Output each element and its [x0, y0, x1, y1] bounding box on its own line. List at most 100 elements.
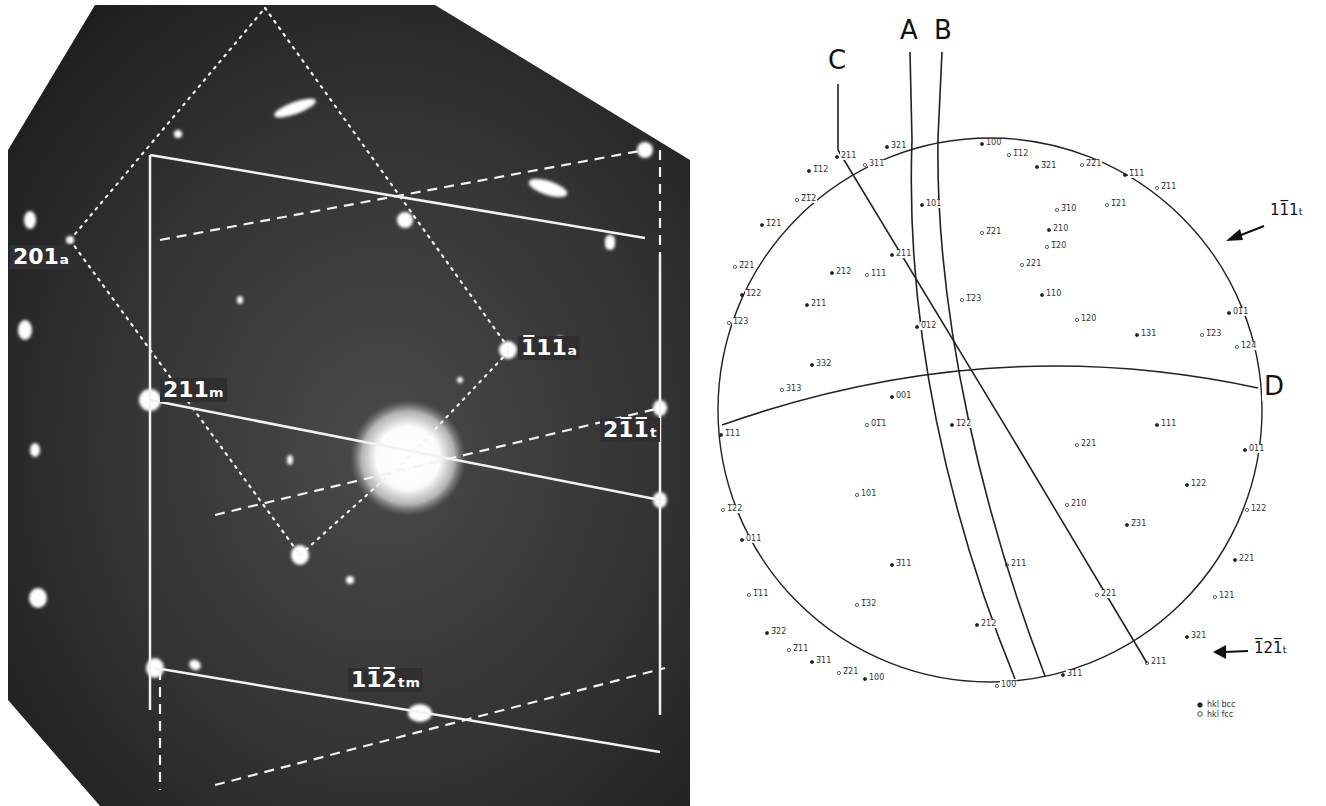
- pole-index: 3̅10: [1060, 205, 1077, 213]
- pole-dot: [810, 363, 813, 366]
- pole-index: 122: [1250, 505, 1267, 513]
- pole-index: 221: [1080, 440, 1097, 448]
- diffraction-spots: [18, 95, 667, 722]
- pole-index: 001: [895, 392, 912, 400]
- pole-index: 221: [1100, 590, 1117, 598]
- pole-dot: [865, 423, 868, 426]
- legend-text: hkl bcc: [1207, 700, 1235, 710]
- pole-index: 2̅21: [985, 228, 1002, 236]
- legend: hkl bcchkl fcc: [1196, 700, 1235, 719]
- pole-index: 212: [835, 268, 852, 276]
- pole-dot: [1243, 448, 1246, 451]
- pole-index: 211: [895, 250, 912, 258]
- pole-dot: [740, 538, 743, 541]
- diffraction-spot: [18, 320, 32, 340]
- pole-dot: [1155, 186, 1158, 189]
- pole-index: 1̅22: [726, 505, 743, 513]
- pole-dot: [855, 493, 858, 496]
- pole-dot: [1075, 443, 1078, 446]
- pole-dot: [760, 223, 763, 226]
- pole-index: 1̅23: [1205, 330, 1222, 338]
- pole-dot: [975, 623, 978, 626]
- pole-dot: [1045, 245, 1048, 248]
- pole-dot: [1135, 333, 1138, 336]
- pole-arrows: [1213, 226, 1264, 659]
- great-circle-letter: D: [1262, 372, 1286, 401]
- diffraction-spot: [237, 296, 243, 304]
- pole-index: 1̅21: [765, 220, 782, 228]
- legend-item: hkl fcc: [1196, 710, 1235, 720]
- pole-dot: [1125, 523, 1128, 526]
- pole-dot: [885, 145, 888, 148]
- pole-index: 111: [870, 270, 887, 278]
- pole-dot: [1075, 318, 1078, 321]
- pole-dot: [1047, 228, 1050, 231]
- stereogram-circle: [718, 138, 1262, 682]
- pole-dot: [795, 198, 798, 201]
- pole-dot: [721, 508, 724, 511]
- pole-dot: [747, 593, 750, 596]
- index-label: 1̅11ₐ: [518, 336, 580, 360]
- pole-index: 211: [1150, 658, 1167, 666]
- pole-dot: [995, 684, 998, 687]
- pole-index: 0̅12: [920, 322, 937, 330]
- pole-index: 2̅31: [1130, 520, 1147, 528]
- pole-dot: [837, 671, 840, 674]
- pole-index: 1̅22: [955, 420, 972, 428]
- pole-dot: [1233, 558, 1236, 561]
- great-circles: [722, 52, 1258, 679]
- pole-dot: [787, 648, 790, 651]
- pole-index: 121: [1218, 592, 1235, 600]
- pole-index: 100: [985, 139, 1002, 147]
- pole-index: 3̅21: [1040, 162, 1057, 170]
- pole-index: 332: [815, 360, 832, 368]
- legend-dot: [1198, 712, 1203, 717]
- pole-dot: [1020, 263, 1023, 266]
- index-label: 201ₐ: [10, 245, 72, 269]
- pole-dot: [1095, 593, 1098, 596]
- pole-dot: [1061, 673, 1064, 676]
- pole-index: 1̅20: [1050, 242, 1067, 250]
- pole-index: 311: [868, 160, 885, 168]
- pole-dot: [890, 563, 893, 566]
- pole-index: 211: [1010, 560, 1027, 568]
- pole-index: 011: [745, 535, 762, 543]
- pole-index: 2̅11: [1160, 183, 1177, 191]
- pole-dots: [719, 142, 1248, 687]
- pole-dot: [1185, 635, 1188, 638]
- pole-dot: [863, 163, 866, 166]
- pole-dot: [1105, 203, 1108, 206]
- pole-index: 3̅11: [815, 657, 832, 665]
- pole-index: 011: [1232, 308, 1249, 316]
- pole-index: 221: [1238, 555, 1255, 563]
- pole-dot: [980, 142, 983, 145]
- pole-index: 01̅1: [870, 420, 887, 428]
- index-label: 11̅2̅ₜₘ: [348, 668, 423, 692]
- pole-index: 101: [925, 200, 942, 208]
- pole-index: 1̅11: [724, 430, 741, 438]
- pole-index: 1̅23: [965, 295, 982, 303]
- pole-index: 2̅21: [842, 668, 859, 676]
- diffraction-spot: [287, 455, 293, 465]
- pole-index: 1̅11: [1128, 170, 1145, 178]
- diffraction-spot: [527, 175, 569, 201]
- pole-dot: [1035, 165, 1038, 168]
- pole-index: 3̅11: [895, 560, 912, 568]
- pole-index: 011: [1248, 445, 1265, 453]
- pole-dot: [810, 660, 813, 663]
- pole-index: 1̅12: [1012, 150, 1029, 158]
- pole-index: 100: [1000, 681, 1017, 689]
- pole-dot: [830, 271, 833, 274]
- pole-dot: [890, 253, 893, 256]
- pole-index: 122: [1190, 480, 1207, 488]
- pole-dot: [780, 388, 783, 391]
- pole-index: 3̅22: [770, 628, 787, 636]
- pole-dot: [727, 321, 730, 324]
- legend-dot: [1198, 702, 1203, 707]
- pole-index: 2̅1̅2: [800, 195, 817, 203]
- pole-index: 211: [810, 300, 827, 308]
- diffraction-spot: [29, 588, 47, 608]
- great-circle-letter: C: [826, 46, 848, 75]
- pole-dot: [915, 325, 918, 328]
- diffraction-spot: [457, 377, 463, 383]
